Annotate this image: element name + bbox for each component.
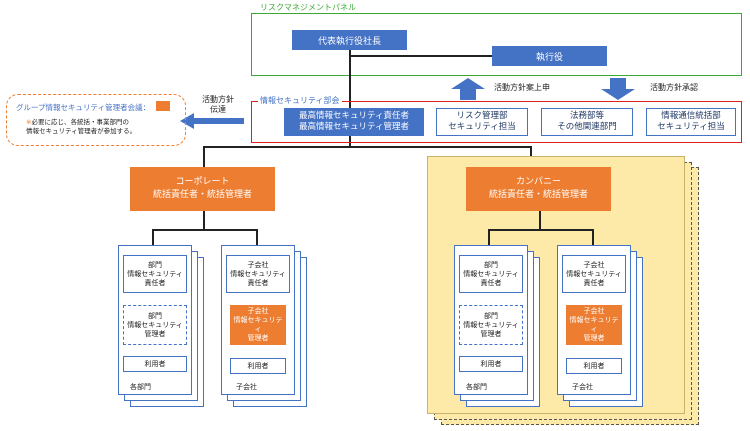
comp-sub-user: 利用者 [566, 358, 622, 374]
corporate-hbar [152, 229, 257, 231]
legal-dept-line1: 法務部等 [569, 111, 604, 121]
corporate-drop [203, 211, 205, 229]
cell-line: 管理者 [480, 329, 502, 338]
note-line1: 必要に応じ、各統括・事業部門の [31, 118, 129, 126]
branch-horizontal [203, 146, 531, 148]
spine-line [349, 50, 351, 146]
comp-sub-footer: 子会社 [572, 383, 593, 391]
cell-line: 情報セキュリティ [463, 320, 519, 329]
group-meeting-title: グループ情報セキュリティ管理者会議： [16, 103, 151, 112]
company-drop [539, 211, 541, 229]
ciso-box: 最高情報セキュリティ責任者 最高情報セキュリティ管理者 [284, 108, 424, 136]
legal-dept-line2: その他関連部門 [557, 122, 617, 132]
corp-dept-manager: 部門 情報セキュリティ 管理者 [123, 305, 187, 345]
company-line1: カンパニー [515, 177, 561, 187]
group-meeting-note: ※必要に応じ、各統括・事業部門の 情報セキュリティ管理者が参加する。 [26, 118, 136, 136]
ceo-officer-line [349, 55, 492, 57]
risk-panel-label: リスクマネジメントパネル [258, 3, 358, 13]
cell-line: 責任者 [480, 278, 502, 287]
corp-sub-manager: 子会社 情報セキュリティ 管理者 [230, 305, 286, 345]
cell-line: 情報セキュリティ [233, 316, 283, 333]
comp-sub-manager: 子会社 情報セキュリティ 管理者 [566, 305, 622, 345]
cell-line: 情報セキュリティ [127, 269, 183, 278]
cell-line: 子会社 [583, 260, 605, 269]
ceo-box: 代表執行役社長 [292, 30, 407, 50]
corp-dept-footer: 各部門 [130, 383, 151, 391]
note-mark: ※ [26, 118, 32, 126]
cell-line: 責任者 [247, 278, 269, 287]
cell-line: 責任者 [144, 278, 166, 287]
communicate-line2: 伝達 [210, 105, 226, 114]
cell-line: 情報セキュリティ [230, 269, 286, 278]
communicate-line1: 活動方針 [202, 95, 234, 104]
corporate-right-drop [256, 229, 258, 245]
corp-sub-head: 子会社 情報セキュリティ 責任者 [226, 255, 290, 293]
note-line2: 情報セキュリティ管理者が参加する。 [26, 127, 137, 135]
company-hbar [488, 229, 593, 231]
risk-dept-line1: リスク管理部 [456, 111, 508, 121]
down-arrow-icon [601, 78, 635, 100]
risk-dept-line2: セキュリティ担当 [448, 122, 516, 132]
cell-line: 部門 [148, 311, 162, 320]
ict-dept-line1: 情報通信統括部 [661, 111, 721, 121]
cell-line: 責任者 [583, 278, 605, 287]
company-line2: 統括責任者・統括管理者 [488, 190, 588, 200]
corporate-line2: 統括責任者・統括管理者 [152, 190, 252, 200]
cell-line: 情報セキュリティ [569, 316, 619, 333]
cell-line: 子会社 [583, 307, 605, 315]
ciso-line1: 最高情報セキュリティ責任者 [299, 111, 409, 121]
cell-line: 管理者 [247, 334, 269, 342]
company-box: カンパニー 統括責任者・統括管理者 [466, 167, 611, 211]
cell-line: 管理者 [144, 329, 166, 338]
officers-box: 執行役 [492, 46, 607, 66]
ciso-line2: 最高情報セキュリティ管理者 [299, 122, 409, 132]
left-arrow-icon [180, 113, 244, 129]
branch-left-drop [203, 146, 205, 167]
security-committee-frame [251, 101, 742, 143]
corp-sub-footer: 子会社 [236, 383, 257, 391]
corp-dept-head: 部門 情報セキュリティ 責任者 [123, 255, 187, 293]
corporate-left-drop [152, 229, 154, 245]
communicate-label: 活動方針 伝達 [198, 95, 238, 115]
cell-line: 部門 [484, 260, 498, 269]
corp-sub-user: 利用者 [230, 358, 286, 374]
cell-line: 部門 [148, 260, 162, 269]
cell-line: 部門 [484, 311, 498, 320]
cell-line: 子会社 [247, 260, 269, 269]
approval-label: 活動方針承認 [650, 83, 698, 92]
comp-dept-head: 部門 情報セキュリティ 責任者 [459, 255, 523, 293]
proposal-label: 活動方針案上申 [494, 83, 550, 92]
comp-sub-head: 子会社 情報セキュリティ 責任者 [562, 255, 626, 293]
cell-line: 情報セキュリティ [127, 320, 183, 329]
cell-line: 情報セキュリティ [566, 269, 622, 278]
company-right-drop [592, 229, 594, 245]
legal-dept-box: 法務部等 その他関連部門 [541, 108, 633, 136]
comp-dept-manager: 部門 情報セキュリティ 管理者 [459, 305, 523, 345]
group-meeting-swatch [156, 101, 170, 111]
ict-dept-box: 情報通信統括部 セキュリティ担当 [646, 108, 736, 136]
up-arrow-icon [451, 78, 485, 100]
corporate-line1: コーポレート [175, 177, 230, 187]
risk-dept-box: リスク管理部 セキュリティ担当 [436, 108, 528, 136]
corp-dept-user: 利用者 [123, 356, 187, 372]
company-left-drop [488, 229, 490, 245]
group-meeting-box [6, 94, 186, 146]
comp-dept-user: 利用者 [459, 356, 523, 372]
risk-management-panel [251, 13, 742, 76]
security-committee-label: 情報セキュリティ部会 [258, 96, 342, 106]
cell-line: 情報セキュリティ [463, 269, 519, 278]
cell-line: 子会社 [247, 307, 269, 315]
cell-line: 管理者 [583, 334, 605, 342]
ict-dept-line2: セキュリティ担当 [657, 122, 725, 132]
comp-dept-footer: 各部門 [466, 383, 487, 391]
corporate-box: コーポレート 統括責任者・統括管理者 [130, 167, 275, 211]
